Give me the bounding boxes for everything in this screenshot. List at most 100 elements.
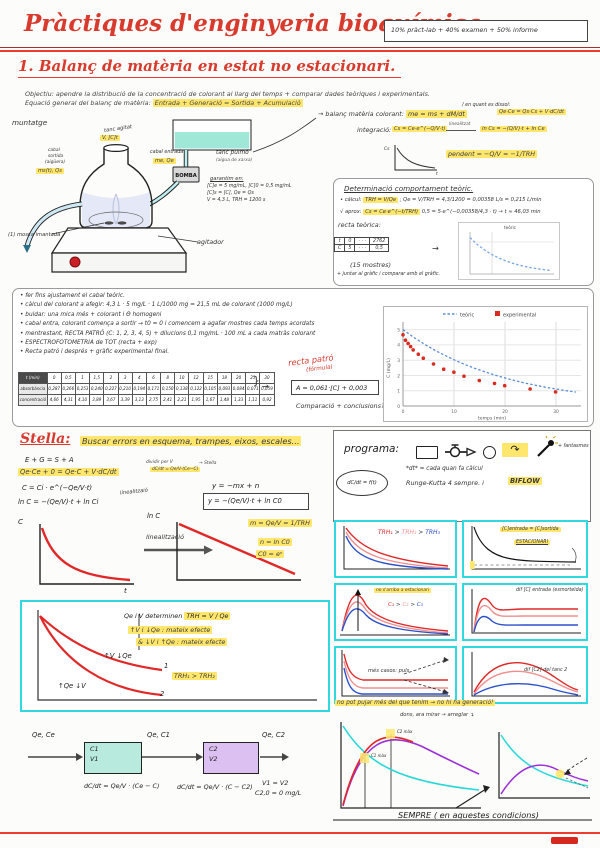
divide-label: dividir per V (146, 460, 173, 465)
table-cell: 0,5 (369, 244, 390, 252)
panel1-label: TRH₁ > TRH₂ > TRH₃ (378, 529, 440, 536)
bullet-1: • fer fins ajustament el cabal teòric. (20, 293, 125, 299)
c-vs-t-sketch (39, 524, 134, 585)
table-cell: 0 (46, 372, 62, 384)
decay-curve (40, 527, 131, 582)
table-cell: 8 (160, 372, 176, 384)
svg-text:10: 10 (451, 409, 457, 415)
table-cell: 2762 (369, 237, 390, 245)
table-cell: 0,210 (117, 382, 133, 395)
dt-note: *dt* = cada quan fa càlcul (406, 466, 483, 472)
calibration-eq: A = 0,061·[C] + 0,003 (296, 383, 368, 392)
buffer-tank-label: tanc pulmó (216, 150, 249, 156)
table-cell: 2,75 (145, 393, 162, 406)
table-cell: 1,95 (188, 393, 204, 406)
sempre-arrow (455, 785, 490, 809)
flask-water (82, 192, 150, 228)
stella-task: Buscar errors en esquema, trampes, eixos… (80, 436, 302, 446)
panel-overshoot (462, 583, 588, 641)
outflow-vars: ms(t), Qs (36, 168, 64, 174)
data-point (553, 390, 558, 394)
buffer-tank-water (174, 132, 250, 149)
comparison-note: Comparació + conclusions? ← (296, 402, 392, 410)
line-fit (178, 522, 296, 576)
rk-note: Runge-Kutta 4 sempre. i (406, 479, 484, 487)
data-point (411, 348, 415, 352)
tank1-vol: V1 (90, 755, 99, 763)
svg-text:2: 2 (397, 373, 400, 379)
svg-text:3: 3 (397, 358, 400, 364)
svg-text:0: 0 (402, 409, 405, 415)
table-cell: 0,093 (216, 382, 233, 395)
panel5-label: més casos: puls (368, 668, 410, 674)
stir-bar (104, 221, 114, 225)
stir-plate-top (50, 227, 188, 254)
svg-text:30: 30 (553, 409, 559, 415)
panel2-stationary: ESTACIONARI (514, 540, 551, 545)
data-point (477, 378, 482, 383)
table-cell: 0,287 (46, 382, 62, 395)
tank1-eq: dC/dt = Qe/V · (Ce − C) (84, 782, 160, 790)
table-cell: 0,122 (188, 382, 204, 395)
tank2-vol: V2 (209, 755, 218, 763)
max1-label: C1 màx (371, 753, 387, 758)
panel-pulse (334, 646, 457, 704)
trh-formula: TRH = V/Qe (363, 197, 399, 203)
trh-def: TRH = V / Qe (184, 612, 231, 620)
trh-compare: TRH₁ > TRH₂ (172, 672, 217, 680)
data-point (421, 356, 426, 360)
garantim-line1: [C]e = 5 mg/mL, [C]0 = 0,5 mg/mL (207, 184, 292, 189)
ghosts-label: + fantasmes (558, 444, 589, 449)
table-cell: 12 (188, 372, 204, 384)
red-curve (342, 736, 414, 806)
theoric-line2: √ aprox: Cs = Ce·e^(−t/TRH) 0,5 = 5·e^(−… (340, 209, 541, 215)
grading-box: 10% pràct-lab + 40% examen + 50% informe (384, 20, 588, 42)
programa-label: programa: (344, 443, 400, 455)
cs-sketch: Cs t (384, 145, 438, 176)
stir-plate-front (51, 252, 187, 273)
garantim-title: garantim en: (210, 176, 244, 182)
balance-cond: / en quant es dissol: (462, 103, 511, 108)
bullet-3: • buidar: una mica més + colorant i Θ ho… (20, 311, 162, 318)
tank2-box: C2 V2 (203, 742, 259, 774)
bullet-6: • ESPECTROFOTOMETRIA de TOT (recta + exp… (20, 339, 157, 346)
table-cell: 0,171 (145, 382, 162, 395)
pump-label: BOMBA (175, 173, 197, 179)
chart-ylabel: C (mg/L) (386, 358, 392, 378)
linearize-arrow (144, 545, 213, 555)
header-rule-red (0, 50, 600, 53)
table-cell: 10 (174, 372, 190, 384)
table-cell: 0,105 (202, 382, 218, 395)
procedure-bullets: • fer fins ajustament el cabal teòric. •… (20, 293, 315, 359)
slope-m: m = Qe/V = 1/TRH (248, 519, 312, 527)
table-cell: 0,92 (259, 393, 275, 406)
equacio-label: Equació general del balanç de matèria: (25, 99, 151, 107)
ymxn-eq: y = −mx + n (212, 481, 260, 490)
svg-text:5: 5 (397, 327, 400, 333)
footer-rule-red (0, 832, 600, 835)
table-cell: absorbància (18, 382, 48, 395)
table-cell: 4,10 (74, 393, 91, 406)
header-rule-dark (0, 47, 600, 49)
balance-intro: → balanç matèria colorant: me = ms + dM/… (318, 110, 467, 118)
setup-diagram: BOMBA (23, 117, 317, 273)
outflow-label-1: cabal (48, 148, 60, 153)
table-cell: 3,89 (89, 393, 105, 406)
biflow-note: BIFLOW (508, 477, 542, 485)
curve2-number: 2 (160, 690, 165, 698)
stella-eq3: C = Ci · e^(−Qe/V·t) (22, 484, 93, 492)
no-generation-note: no pot pujar més del que tenim → no hi h… (335, 700, 496, 706)
data-point (403, 338, 408, 342)
c0-from-n: C0 = eⁿ (256, 550, 285, 558)
tank1-conc: C1 (90, 745, 99, 753)
table-cell: 2,21 (174, 393, 190, 406)
table-cell: 20 (231, 372, 247, 384)
wand-icon (537, 436, 558, 457)
c-axis-label: C (18, 517, 24, 526)
divide-eq: dC/dt = Qe/V·(Ce−C) (150, 467, 201, 472)
outflow-label-3: (aigüera) (45, 160, 66, 165)
data-point (401, 333, 405, 337)
